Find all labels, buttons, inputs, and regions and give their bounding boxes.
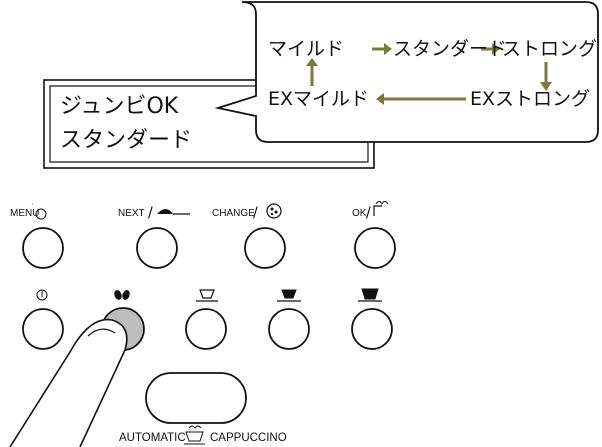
- strength-button[interactable]: [102, 308, 144, 350]
- arrow-standard-to-strong: [481, 43, 500, 55]
- next-button-label: NEXT: [118, 208, 145, 219]
- cappuccino-button-shape: [145, 372, 247, 424]
- large-cup-icon: [358, 288, 382, 302]
- strength-cycle-bubble: [214, 1, 599, 143]
- power-button[interactable]: [23, 309, 63, 349]
- menu-button-label: MENU: [10, 208, 40, 219]
- menu-button[interactable]: [23, 228, 63, 268]
- cycle-label-strong: ストロング: [502, 38, 598, 60]
- arrow-strong-to-exstrong: [540, 62, 552, 91]
- change-button[interactable]: [245, 228, 285, 268]
- menu-button-shape: [22, 227, 64, 269]
- small-cup-icon: [196, 289, 218, 302]
- ok-button[interactable]: [355, 228, 395, 268]
- finger-illustration: [9, 318, 128, 447]
- ok-steam-icon: /: [366, 201, 389, 221]
- change-button-shape: [244, 227, 286, 269]
- power-button-shape: [22, 308, 64, 350]
- cycle-label-ex-strong: EXストロング: [470, 88, 591, 110]
- small-cup-button[interactable]: [186, 309, 226, 349]
- medium-cup-button[interactable]: [269, 309, 309, 349]
- svg-text:/: /: [253, 205, 258, 221]
- cycle-label-standard: スタンダード: [393, 38, 508, 60]
- svg-text:/: /: [148, 205, 153, 221]
- svg-text:': ': [32, 204, 33, 210]
- svg-text:/: /: [366, 205, 371, 221]
- cappuccino-cup-icon: [184, 425, 205, 445]
- cycle-label-mild: マイルド: [268, 38, 345, 60]
- display-line-1: ジュンビOK: [60, 94, 179, 119]
- strength-beans-icon: [114, 290, 130, 300]
- cycle-label-ex-mild: EXマイルド: [268, 88, 370, 110]
- power-icon: [36, 289, 48, 301]
- display-line-2: スタンダード: [60, 128, 193, 153]
- small-cup-button-shape: [185, 308, 227, 350]
- cycle-arrows: [306, 43, 552, 105]
- ok-button-label: OK: [352, 208, 367, 219]
- next-milk-icon: /: [148, 205, 190, 221]
- cappuccino-label: CAPPUCCINO: [210, 432, 287, 444]
- large-cup-button-shape: [351, 308, 393, 350]
- medium-cup-icon: [277, 289, 301, 302]
- arrow-mild-to-standard: [372, 43, 392, 55]
- ok-button-shape: [354, 227, 396, 269]
- large-cup-button[interactable]: [352, 309, 392, 349]
- arrow-exmild-to-mild: [306, 58, 318, 86]
- arrow-exstrong-to-exmild: [376, 93, 466, 105]
- medium-cup-button-shape: [268, 308, 310, 350]
- menu-power-icon: ': [32, 204, 47, 220]
- automatic-label: AUTOMATIC: [119, 432, 186, 444]
- next-button[interactable]: [137, 228, 177, 268]
- change-button-label: CHANGE: [212, 208, 255, 219]
- next-button-shape: [136, 227, 178, 269]
- change-beans-icon: /: [253, 203, 282, 221]
- cappuccino-button[interactable]: [146, 373, 246, 423]
